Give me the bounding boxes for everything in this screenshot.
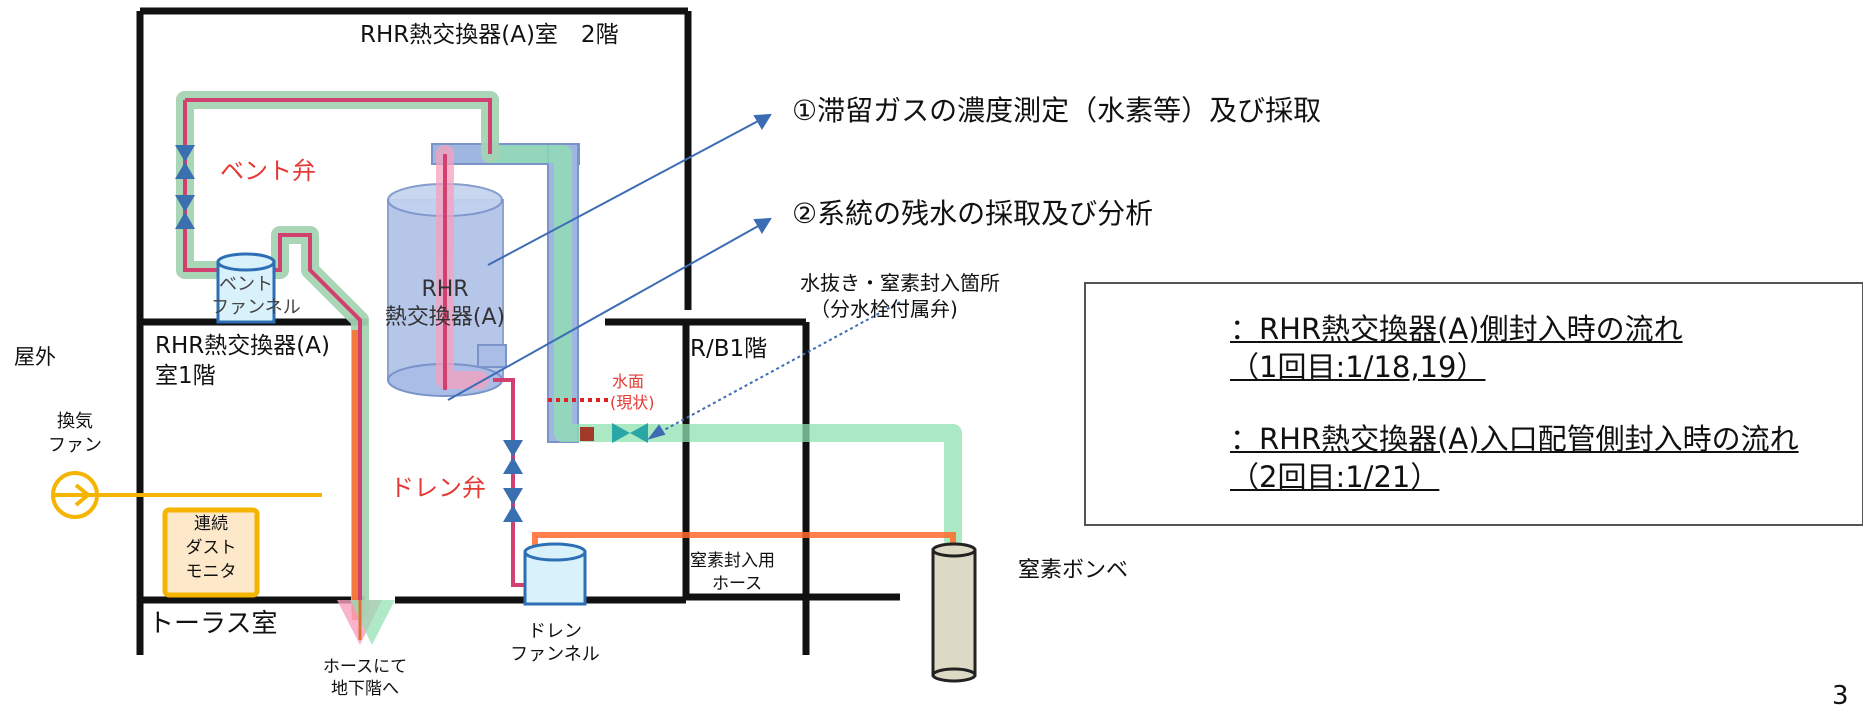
water-surface-label-line2: (現状): [610, 393, 655, 412]
vent-funnel-label-line1: ベント: [219, 274, 273, 295]
fan-icon: [51, 471, 99, 519]
dust-monitor-box: [162, 507, 260, 598]
injection-label-line1: 水抜き・窒素封入箇所: [800, 271, 1000, 295]
room-label-rb1: R/B1階: [690, 336, 768, 362]
legend-green-line1: ：RHR熱交換器(A)入口配管側封入時の流れ: [1230, 422, 1799, 456]
hose-down-label-line2: 地下階へ: [331, 679, 399, 699]
hose-label-line2: ホース: [712, 574, 763, 594]
nitrogen-label: 窒素ボンベ: [1018, 558, 1129, 583]
vent-funnel: [216, 252, 276, 324]
hose-down-label-line1: ホースにて: [322, 657, 408, 677]
injection-label-line2: （分水栓付属弁): [810, 297, 958, 321]
annotation-arrows: [447, 113, 901, 440]
fan-label-line1: 換気: [57, 411, 93, 432]
drain-valve-label: ドレン弁: [390, 474, 486, 502]
hose-label-line1: 窒素封入用: [690, 551, 775, 571]
hx-label-line1: RHR: [421, 277, 469, 302]
hx-label-line2: 熱交換器(A): [384, 305, 506, 330]
room-label-floor2: RHR熱交換器(A)室 2階: [360, 22, 619, 48]
legend-green-line2: （2回目:1/21）: [1230, 460, 1440, 494]
drain-valve-icon: [503, 440, 523, 522]
page-number: 3: [1832, 681, 1849, 711]
hose-down-arrow: [337, 600, 395, 645]
legend-box: ：RHR熱交換器(A)側封入時の流れ （1回目:1/18,19） ：RHR熱交換…: [1084, 282, 1863, 526]
room-label-floor1-line2: 室1階: [155, 363, 216, 389]
annotation-item1: ①滞留ガスの濃度測定（水素等）及び採取: [792, 94, 1322, 127]
drain-funnel-label-line2: ファンネル: [510, 644, 600, 665]
room-label-floor1-line1: RHR熱交換器(A): [155, 333, 330, 359]
fan-label-line2: ファン: [48, 435, 102, 456]
legend-pink-line1: ：RHR熱交換器(A)側封入時の流れ: [1230, 312, 1683, 346]
water-surface-label-line1: 水面: [612, 372, 645, 391]
vent-valve-label: ベント弁: [220, 157, 316, 185]
vent-funnel-label-line2: ファンネル: [211, 297, 301, 318]
injection-valve-icon: [580, 423, 648, 443]
monitor-label-line1: 連続: [194, 514, 228, 534]
room-label-outdoor: 屋外: [14, 345, 56, 369]
monitor-label-line3: モニタ: [185, 562, 237, 582]
orange-piping: [352, 330, 956, 620]
legend-pink-line2: （1回目:1/18,19）: [1230, 350, 1486, 384]
vent-valve-icon: [175, 145, 195, 229]
monitor-label-line2: ダスト: [185, 538, 237, 558]
annotation-item2: ②系統の残水の採取及び分析: [792, 197, 1154, 230]
room-label-torus: トーラス室: [148, 609, 278, 639]
drain-funnel: [523, 542, 587, 606]
drain-funnel-label-line1: ドレン: [528, 621, 582, 642]
nitrogen-cylinder: [931, 542, 977, 683]
